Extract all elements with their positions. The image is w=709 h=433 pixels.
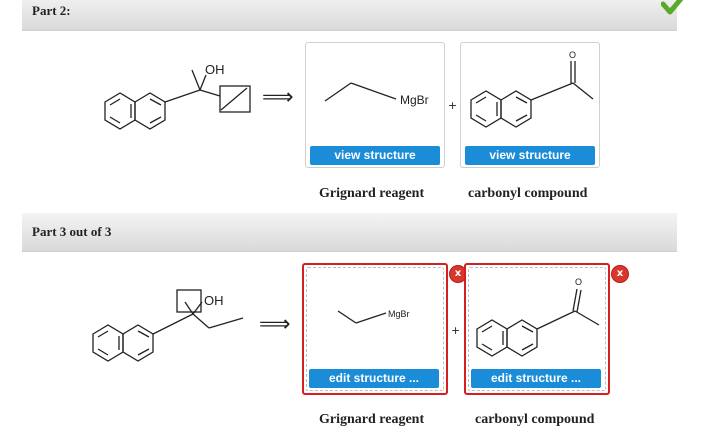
checkmark-icon bbox=[661, 0, 684, 15]
part2-carbonyl-card[interactable]: O view structure bbox=[460, 42, 600, 168]
part3-title: Part 3 out of 3 bbox=[32, 224, 112, 239]
part2-carbonyl-structure: O bbox=[470, 50, 594, 128]
part2-reagent-caption: Grignard reagent bbox=[319, 186, 425, 201]
part3-reagent-card[interactable]: MgBr edit structure ... bbox=[302, 263, 448, 395]
part3-target-molecule: OH bbox=[92, 289, 244, 362]
part2-oh-label: OH bbox=[205, 62, 225, 77]
part3-header: Part 3 out of 3 bbox=[22, 213, 677, 252]
part2-mgbr-label: MgBr bbox=[400, 93, 429, 107]
part2-target-molecule: OH bbox=[104, 62, 251, 130]
part3-carbonyl-caption: carbonyl compound bbox=[475, 412, 595, 427]
part3-reagent-caption: Grignard reagent bbox=[319, 412, 425, 427]
part3-arrow: ⟹ bbox=[259, 312, 291, 337]
part2-oxygen-label: O bbox=[569, 50, 576, 60]
part3-carbonyl-structure: O bbox=[476, 277, 600, 357]
part3-reagent-structure: MgBr bbox=[337, 309, 410, 324]
part3-carbonyl-edit-button[interactable]: edit structure ... bbox=[471, 369, 601, 388]
close-icon[interactable]: x bbox=[611, 265, 629, 283]
part2-reagent-card[interactable]: MgBr view structure bbox=[305, 42, 445, 168]
part2-header: Part 2: bbox=[22, 0, 684, 31]
part2-title: Part 2: bbox=[32, 3, 71, 18]
part3-carbonyl-card[interactable]: O edit structure ... bbox=[464, 263, 610, 395]
part2-carbonyl-view-button[interactable]: view structure bbox=[465, 146, 595, 165]
part3-reagent-edit-button[interactable]: edit structure ... bbox=[309, 369, 439, 388]
part2-reagent-structure: MgBr bbox=[324, 82, 429, 107]
part2-reagent-view-button[interactable]: view structure bbox=[310, 146, 440, 165]
part2-plus: + bbox=[448, 99, 458, 112]
part3-oxygen-label: O bbox=[575, 277, 582, 287]
part3-mgbr-label: MgBr bbox=[388, 309, 410, 319]
part3-plus: + bbox=[451, 324, 461, 337]
part2-arrow: ⟹ bbox=[262, 85, 294, 110]
part2-carbonyl-caption: carbonyl compound bbox=[468, 186, 588, 201]
part3-oh-label: OH bbox=[204, 293, 224, 308]
